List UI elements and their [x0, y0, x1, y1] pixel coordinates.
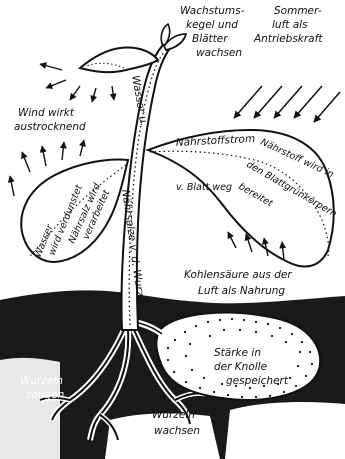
label-v-blatt-weg: v. Blatt weg: [176, 182, 232, 193]
label-wachstum-4: wachsen: [196, 47, 242, 59]
label-wind-1: Wind wirkt: [18, 107, 75, 119]
growth-tip: [80, 24, 186, 72]
soil-lower-right: [225, 402, 345, 459]
stem: [121, 44, 170, 330]
label-kohlen-1: Kohlensäure aus der: [184, 269, 292, 281]
label-kohlen-2: Luft als Nahrung: [198, 285, 285, 297]
label-wurzeln-wachsen-2: wachsen: [154, 425, 200, 437]
label-wachstum-1: Wachstums-: [180, 5, 245, 17]
label-wind-2: austrocknend: [14, 121, 86, 133]
label-wurzeln-saugen-2: saugen: [26, 389, 64, 401]
label-sommer-3: Antriebskraft: [253, 33, 323, 45]
label-wachstum-3: Blätter: [192, 33, 228, 45]
soil-lower-left: [0, 358, 60, 459]
label-knolle-1: Stärke in: [214, 347, 261, 359]
label-sommer-2: luft als: [272, 19, 308, 31]
label-wachstum-2: kegel und: [186, 19, 238, 31]
label-sommer-1: Sommer-: [274, 5, 322, 17]
label-knolle-3: gespeichert: [226, 375, 289, 387]
label-wurzeln-wachsen-1: Wurzeln: [152, 409, 195, 421]
label-wurzeln-saugen-1: Wurzeln: [20, 375, 63, 387]
sunlight-arrows: [234, 86, 340, 122]
label-knolle-2: der Knolle: [214, 361, 267, 373]
